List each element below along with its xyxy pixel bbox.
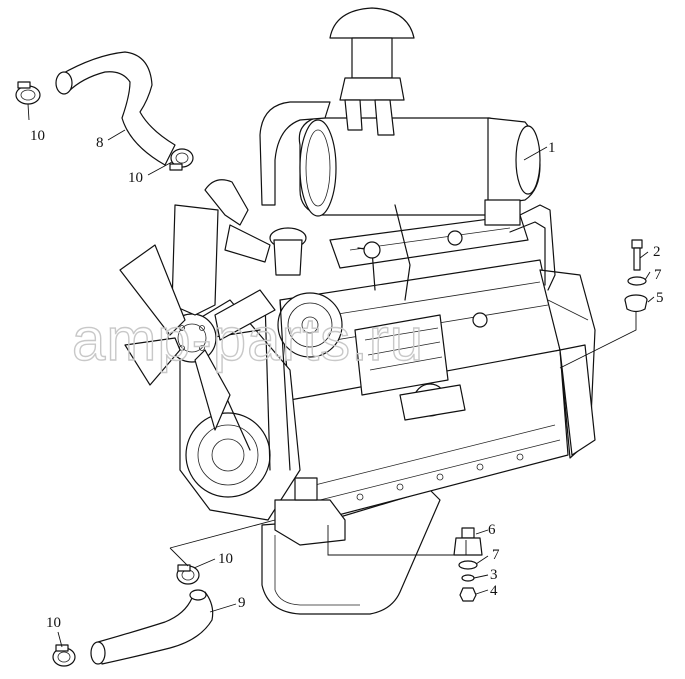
- callout-9: 9: [238, 595, 246, 611]
- upper-radiator-hose: [59, 51, 176, 166]
- callout-10-top-left: 10: [30, 128, 45, 144]
- water-outlet: [204, 179, 249, 226]
- hose-clamp-lower-mid: [176, 564, 200, 585]
- callout-labels: 1 2 7 5 6 7 3 4 8 9 10 10 10 10: [30, 128, 664, 631]
- callout-2: 2: [653, 244, 661, 260]
- rubber-mount-5: [624, 294, 648, 313]
- injection-pump: [354, 314, 466, 421]
- callout-3: 3: [490, 567, 498, 583]
- callout-7-upper: 7: [654, 267, 662, 283]
- callout-5: 5: [656, 290, 664, 306]
- callout-1: 1: [548, 140, 556, 156]
- callout-10-upper-mid: 10: [128, 170, 143, 186]
- mount-bolt-2: [631, 239, 643, 271]
- nut-4: [459, 587, 477, 602]
- air-cleaner: [259, 101, 541, 217]
- rubber-mount-6: [453, 527, 483, 556]
- pre-cleaner: [329, 7, 415, 136]
- front-mount-bracket: [274, 499, 346, 546]
- block-bolts: [356, 453, 524, 501]
- engine-assembly: [119, 7, 596, 615]
- hose-clamp-top-left: [15, 81, 41, 105]
- intake-manifold: [329, 214, 529, 269]
- leader-lines: [27, 103, 655, 648]
- callout-10-lower-mid: 10: [218, 551, 233, 567]
- watermark-text: amp-parts.ru: [72, 306, 424, 373]
- hose-clamp-upper-mid: [169, 148, 194, 171]
- washer-7-lower: [458, 560, 478, 570]
- callout-10-bottom-left: 10: [46, 615, 61, 631]
- hose-clamp-bottom-left: [52, 644, 76, 667]
- oil-filler: [269, 227, 307, 276]
- callout-4: 4: [490, 583, 498, 599]
- alternator: [277, 292, 343, 358]
- cooling-fan: [119, 204, 276, 431]
- washer-7-upper: [627, 276, 647, 286]
- oil-pan: [261, 489, 441, 615]
- callout-6: 6: [488, 522, 496, 538]
- lower-radiator-hose: [97, 591, 214, 665]
- callout-8: 8: [96, 135, 104, 151]
- washer-3: [461, 574, 475, 582]
- callout-7-lower: 7: [492, 547, 500, 563]
